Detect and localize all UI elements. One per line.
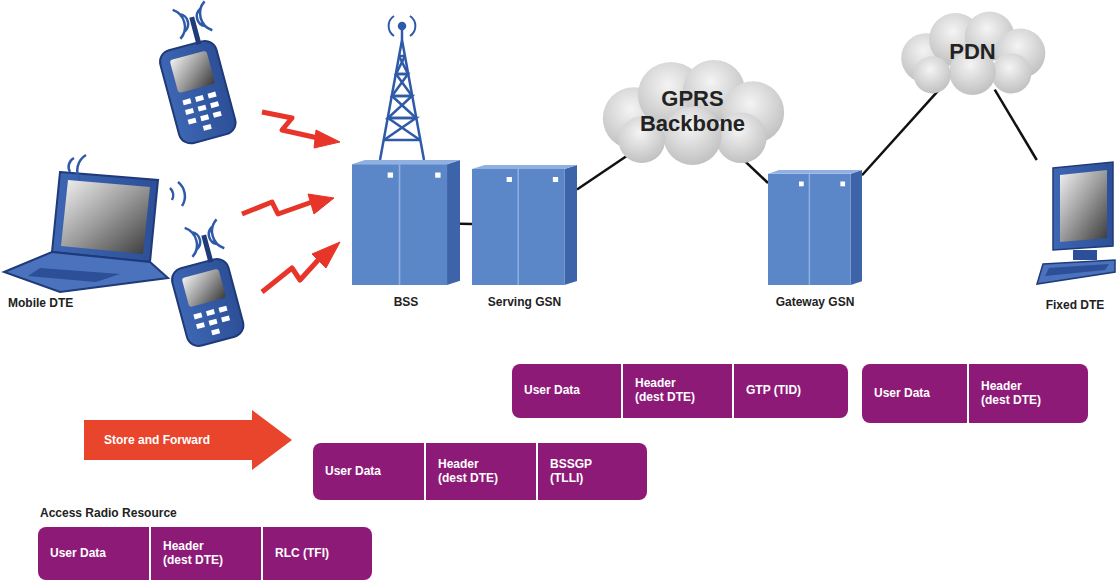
node-label: BSS [394, 295, 419, 309]
packet-field: Header (dest DTE) [623, 364, 732, 418]
field-label: User Data [874, 387, 930, 401]
packet-field: GTP (TID) [734, 364, 848, 418]
network-server: Serving GSN [472, 165, 577, 285]
mobile-phone [148, 1, 240, 146]
server-outline [768, 170, 862, 285]
field-label: Header (dest DTE) [163, 540, 233, 568]
cloud-label: PDN [949, 40, 995, 64]
packet-field: User Data [38, 527, 149, 580]
packet-field: User Data [862, 364, 967, 423]
packet-field: Header (dest DTE) [969, 364, 1088, 423]
field-label: RLC (TFI) [275, 547, 329, 561]
packet-field: BSSGP (TLLI) [538, 443, 647, 500]
field-label: User Data [50, 547, 106, 561]
arrow-label: Store and Forward [104, 433, 210, 447]
field-label: User Data [325, 465, 381, 479]
field-label: GTP (TID) [746, 384, 801, 398]
device-label: Mobile DTE [8, 296, 73, 310]
node-label: Fixed DTE [1046, 298, 1105, 312]
network-cloud: GPRS Backbone [595, 58, 790, 165]
cloud-label: GPRS Backbone [628, 87, 758, 135]
field-label: Header (dest DTE) [438, 458, 508, 486]
node-label: Serving GSN [488, 295, 561, 309]
packet-field: RLC (TFI) [263, 527, 372, 580]
computer-outline [1035, 160, 1115, 288]
network-server: BSS [352, 160, 460, 285]
packet-field: User Data [313, 443, 424, 500]
packet-field: User Data [512, 364, 621, 418]
node-label: Gateway GSN [776, 295, 855, 309]
section-label: Access Radio Resource [40, 506, 177, 520]
server-outline [472, 165, 577, 285]
antenna-tower [380, 16, 424, 160]
network-server: Gateway GSN [768, 170, 862, 285]
radio-link [242, 112, 340, 292]
field-label: BSSGP (TLLI) [550, 458, 600, 486]
field-label: Header (dest DTE) [635, 377, 705, 405]
network-link [862, 88, 941, 176]
flow-arrow: Store and Forward [84, 410, 292, 470]
network-link [995, 90, 1037, 160]
packet-field: Header (dest DTE) [151, 527, 261, 580]
server-outline [352, 160, 460, 285]
network-link [460, 222, 472, 225]
field-label: Header (dest DTE) [981, 380, 1051, 408]
mobile-phone [160, 219, 248, 348]
laptop [4, 155, 185, 292]
field-label: User Data [524, 384, 580, 398]
fixed-computer: Fixed DTE [1035, 160, 1115, 288]
network-cloud: PDN [895, 10, 1050, 95]
packet-field: Header (dest DTE) [426, 443, 536, 500]
